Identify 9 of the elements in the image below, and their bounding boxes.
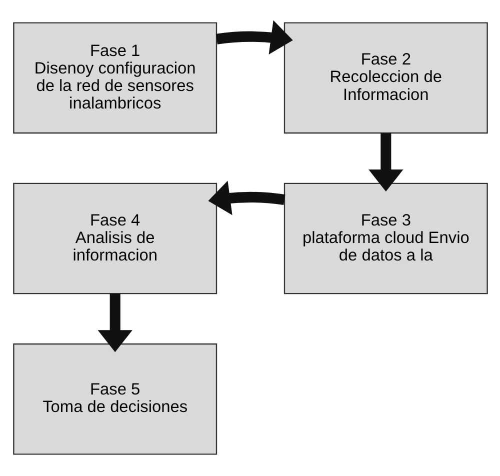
arrow	[208, 180, 285, 215]
node-box: Fase 5 Toma de decisiones	[12, 342, 217, 454]
arrow	[368, 132, 403, 192]
arrow	[215, 20, 292, 54]
arrow	[97, 293, 132, 352]
node-box: Fase 3 plataforma cloud Envio de datos a la	[283, 182, 488, 294]
node-box: Fase 4 Analisis de informacion	[12, 182, 217, 294]
node-box: Fase 1 Disenoy configuracion de la red de sensores inalambricos	[12, 22, 217, 134]
node-box: Fase 2 Recoleccion de Informacion	[283, 22, 488, 134]
